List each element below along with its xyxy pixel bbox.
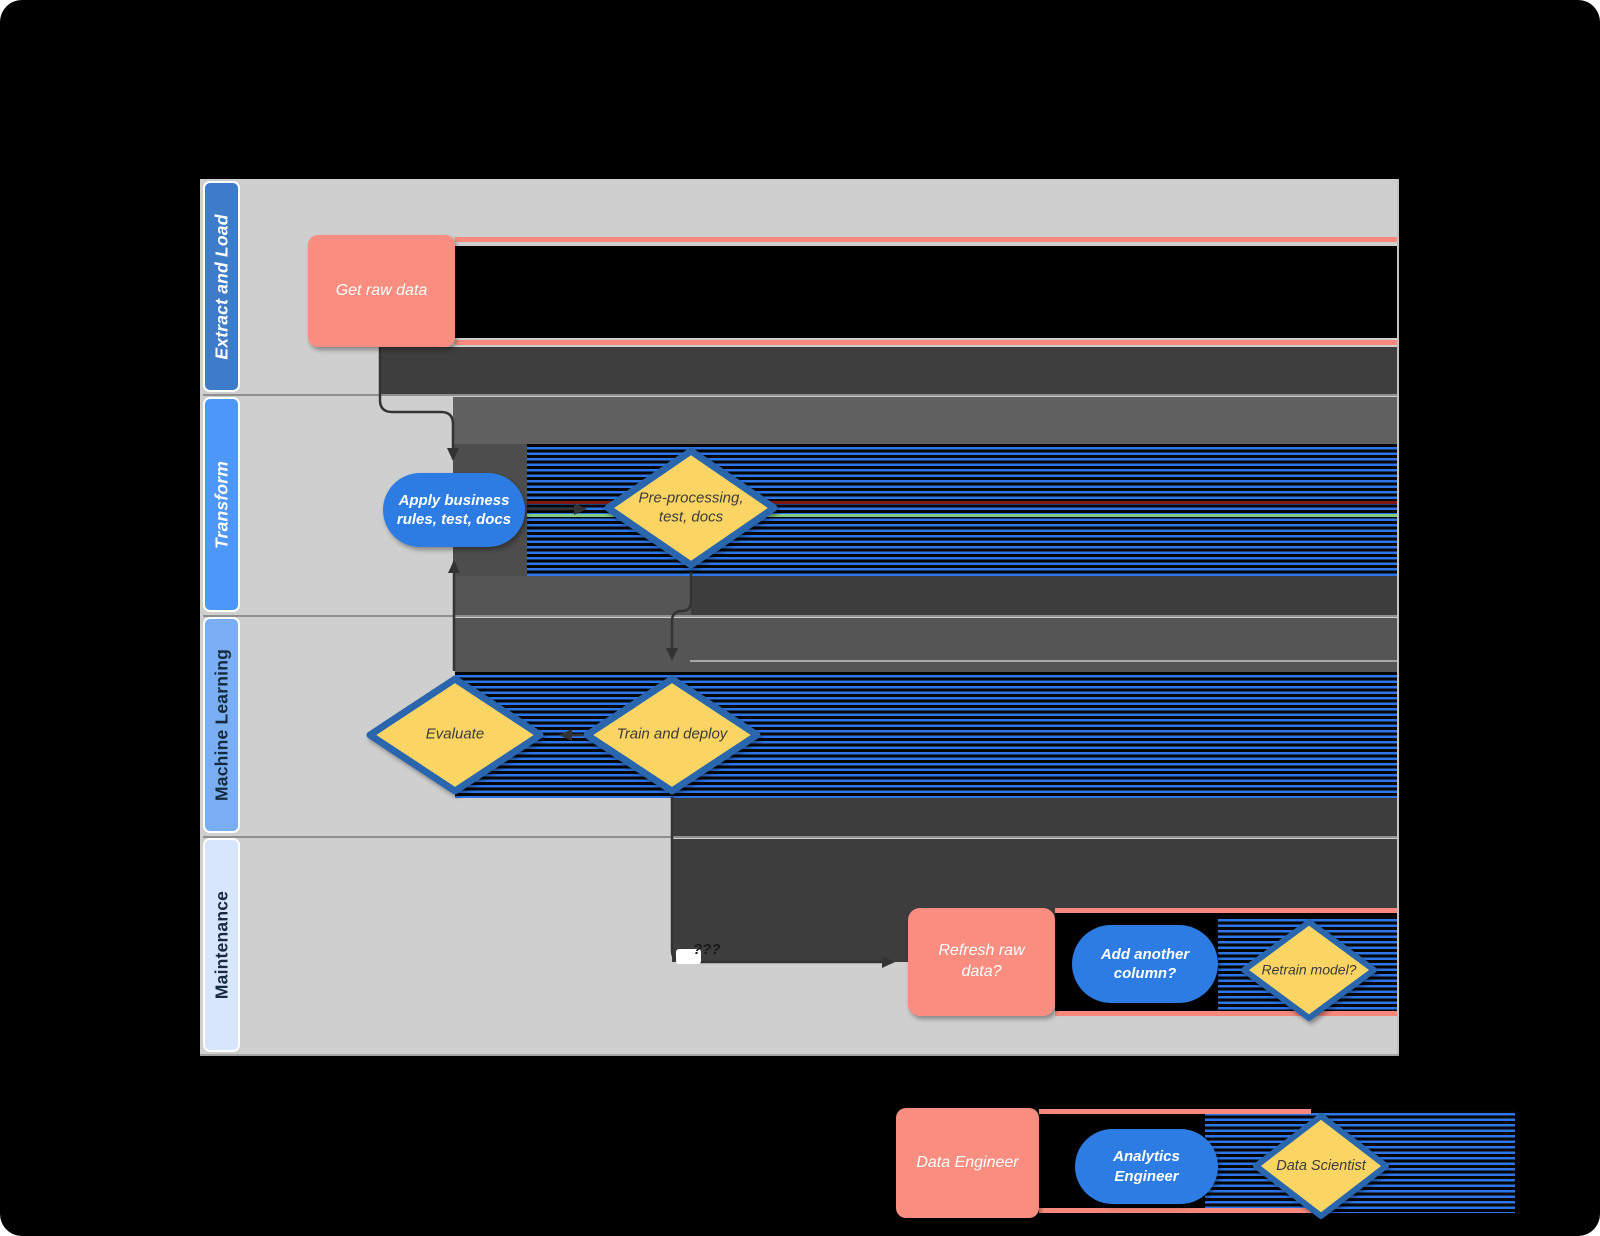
pink-shadow-line xyxy=(455,237,1399,242)
node-train-and-deploy[interactable]: Train and deploy xyxy=(582,674,762,796)
legend-analytics-engineer[interactable]: Analytics Engineer xyxy=(1075,1129,1218,1204)
lane-label: Transform xyxy=(211,460,231,549)
shadow-band xyxy=(672,798,1399,837)
node-label: Retrain model? xyxy=(1261,961,1357,978)
legend-label: Data Scientist xyxy=(1276,1157,1366,1174)
pink-shadow-line xyxy=(1055,1011,1399,1016)
node-label: Apply business rules, test, docs xyxy=(396,491,512,529)
diamond-shape xyxy=(1241,919,1377,1021)
shadow-band xyxy=(380,347,1399,395)
legend-data-engineer[interactable]: Data Engineer xyxy=(896,1108,1039,1218)
lane-header-extract-and-load[interactable]: Extract and Load xyxy=(203,181,240,392)
node-add-another-column[interactable]: Add another column? xyxy=(1072,925,1218,1003)
canvas-border xyxy=(200,1054,1399,1056)
legend-label: Data Engineer xyxy=(916,1153,1019,1171)
node-label: Add another column? xyxy=(1100,945,1190,983)
lane-label: Maintenance xyxy=(211,890,231,1000)
green-stripe xyxy=(527,514,1399,517)
lane-label: Extract and Load xyxy=(211,213,231,360)
node-get-raw-data[interactable]: Get raw data xyxy=(308,235,455,347)
lane-separator xyxy=(203,615,1399,617)
pink-shadow-line xyxy=(455,340,1399,345)
diamond-shape xyxy=(1253,1113,1389,1219)
light-line xyxy=(690,660,1399,662)
node-label: Get raw data xyxy=(335,281,428,299)
lane-header-maintenance[interactable]: Maintenance xyxy=(203,838,240,1052)
shadow-band xyxy=(453,397,1399,444)
shadow-band xyxy=(453,576,691,616)
node-apply-business-rules[interactable]: Apply business rules, test, docs xyxy=(383,473,525,547)
node-refresh-raw-data[interactable]: Refresh raw data? xyxy=(908,908,1055,1016)
shadow-band xyxy=(455,246,1399,338)
node-evaluate[interactable]: Evaluate xyxy=(365,674,545,796)
shadow-band xyxy=(691,576,1399,616)
legend-label: Analytics Engineer xyxy=(1113,1148,1180,1185)
legend-data-scientist[interactable]: Data Scientist xyxy=(1251,1111,1391,1221)
lane-separator xyxy=(203,836,1399,838)
diamond-shape xyxy=(366,675,544,795)
node-preprocessing[interactable]: Pre-processing, test, docs xyxy=(603,446,779,570)
red-stripe xyxy=(527,501,1399,504)
lane-separator xyxy=(203,394,1399,396)
diamond-shape xyxy=(583,675,761,795)
shadow-band xyxy=(455,618,1399,672)
pink-shadow-line xyxy=(1039,1208,1311,1213)
lane-header-transform[interactable]: Transform xyxy=(203,397,240,612)
lane-label: Machine Learning xyxy=(211,649,231,801)
node-label: Pre-processing, test, docs xyxy=(638,489,744,525)
node-retrain-model[interactable]: Retrain model? xyxy=(1239,917,1379,1023)
pink-shadow-line xyxy=(1055,908,1399,913)
diamond-shape xyxy=(604,447,778,569)
node-label: Train and deploy xyxy=(616,725,728,743)
lane-header-machine-learning[interactable]: Machine Learning xyxy=(203,617,240,833)
canvas-border xyxy=(1397,179,1399,1056)
connector-label: ??? xyxy=(693,941,721,958)
node-label: Refresh raw data? xyxy=(938,942,1025,980)
pink-shadow-line xyxy=(1039,1109,1311,1114)
node-label: Evaluate xyxy=(425,725,485,743)
